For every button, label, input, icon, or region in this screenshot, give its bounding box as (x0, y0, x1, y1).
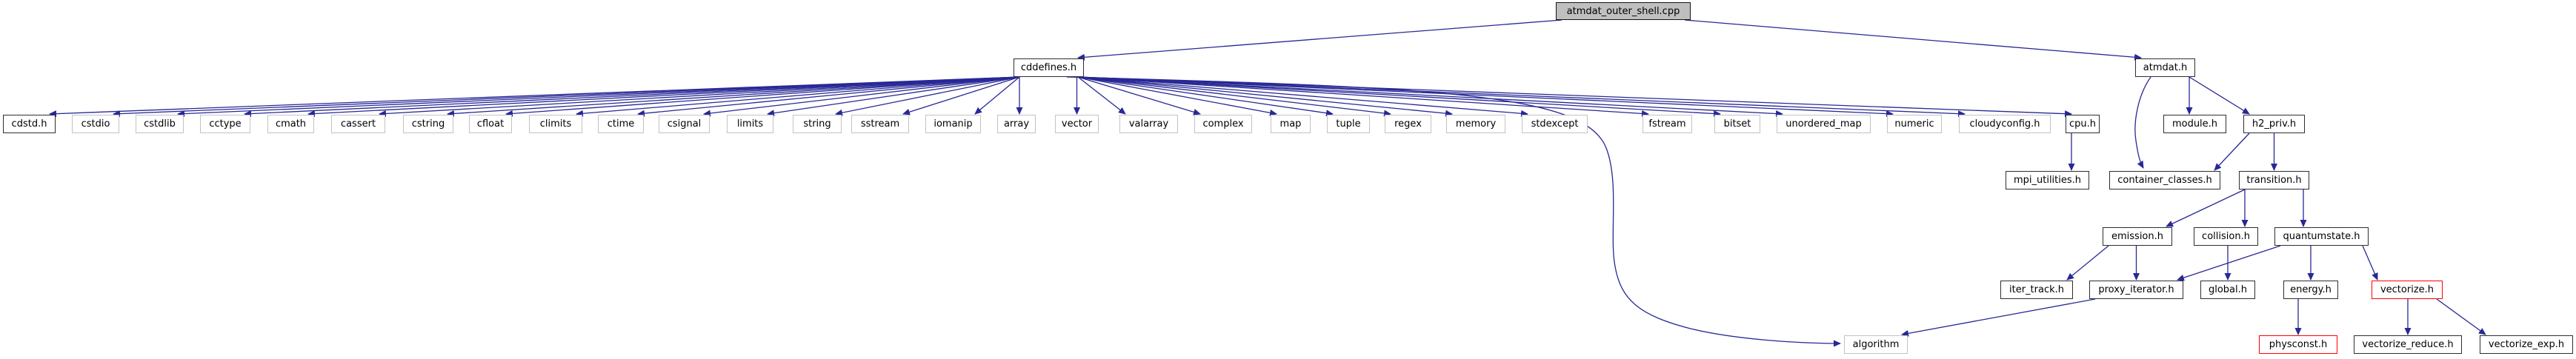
edge-cddefines_h-to-limits (767, 76, 1020, 117)
edge-cddefines_h-to-cmath (307, 76, 1020, 118)
graph-node-stdexcept: stdexcept (1522, 115, 1588, 133)
edge-cddefines_h-to-cstring (447, 76, 1020, 117)
graph-node-ctime: ctime (598, 115, 644, 133)
edge-cddefines_h-to-ctime (637, 76, 1020, 117)
graph-node-sstream: sstream (851, 115, 909, 133)
edge-cddefines_h-to-cstdlib (177, 76, 1020, 118)
edge-cddefines_h-to-climits (576, 76, 1020, 117)
graph-node-bitset: bitset (1714, 115, 1760, 133)
edge-cddefines_h-to-cfloat (505, 76, 1020, 117)
graph-node-cfloat: cfloat (469, 115, 512, 133)
edge-cddefines_h-to-stdexcept (1077, 76, 1528, 117)
edge-cddefines_h-to-cloudyconfig_h (1077, 76, 1966, 118)
graph-node-proxy-iterator-h[interactable]: proxy_iterator.h (2089, 281, 2183, 299)
graph-node-cctype: cctype (200, 115, 250, 133)
edge-atmdat_h-to-h2_priv_h (2189, 76, 2250, 115)
graph-node-climits: climits (529, 115, 582, 133)
graph-node-transition-h[interactable]: transition.h (2239, 171, 2309, 189)
edge-cddefines_h-to-regex (1077, 76, 1391, 117)
edge-cddefines_h-to-tuple (1077, 76, 1334, 117)
graph-node-cmath: cmath (267, 115, 314, 133)
edge-cddefines_h-to-numeric (1077, 76, 1894, 118)
edge-root-to-cddefines_h (1077, 19, 1562, 61)
edge-cddefines_h-to-cassert (379, 76, 1020, 117)
edge-cddefines_h-to-valarray (1077, 76, 1126, 115)
edge-cddefines_h-to-iomanip (974, 76, 1020, 115)
graph-node-root: atmdat_outer_shell.cpp (1556, 2, 1691, 20)
graph-node-vectorize-exp-h[interactable]: vectorize_exp.h (2480, 335, 2573, 354)
graph-node-array: array (997, 115, 1036, 133)
graph-node-iomanip: iomanip (925, 115, 981, 133)
graph-node-global-h[interactable]: global.h (2200, 281, 2255, 299)
graph-node-vectorize-reduce-h[interactable]: vectorize_reduce.h (2354, 335, 2462, 354)
graph-node-cstdlib: cstdlib (136, 115, 184, 133)
graph-node-mpi-utilities-h[interactable]: mpi_utilities.h (2006, 171, 2089, 189)
graph-node-cpu-h[interactable]: cpu.h (2066, 115, 2100, 133)
edge-cddefines_h-to-cpu_h (1077, 76, 2072, 118)
graph-node-algorithm: algorithm (1844, 335, 1908, 354)
graph-node-h2-priv-h[interactable]: h2_priv.h (2243, 115, 2305, 133)
graph-node-collision-h[interactable]: collision.h (2194, 227, 2258, 246)
graph-node-cdstd-h[interactable]: cdstd.h (3, 115, 56, 133)
graph-node-emission-h[interactable]: emission.h (2103, 227, 2172, 246)
graph-node-cassert: cassert (331, 115, 385, 133)
edge-cddefines_h-to-csignal (703, 76, 1020, 117)
graph-node-container-classes-h[interactable]: container_classes.h (2109, 171, 2220, 189)
graph-node-cstring: cstring (403, 115, 453, 133)
graph-node-tuple: tuple (1327, 115, 1370, 133)
graph-node-regex: regex (1385, 115, 1431, 133)
edge-quantumstate_h-to-proxy_iterator_h (2177, 245, 2281, 281)
graph-node-iter-track-h[interactable]: iter_track.h (2000, 281, 2073, 299)
graph-node-complex: complex (1194, 115, 1252, 133)
edge-emission_h-to-iter_track_h (2066, 245, 2109, 281)
graph-node-module-h[interactable]: module.h (2163, 115, 2226, 133)
edge-cddefines_h-to-unordered_map (1077, 76, 1783, 118)
graph-node-cstdio: cstdio (72, 115, 119, 133)
edge-cddefines_h-to-cctype (244, 76, 1020, 118)
graph-node-energy-h[interactable]: energy.h (2283, 281, 2338, 299)
graph-node-string: string (793, 115, 842, 133)
edge-cddefines_h-to-map (1077, 76, 1277, 116)
graph-node-memory: memory (1446, 115, 1505, 133)
graph-node-csignal: csignal (659, 115, 710, 133)
edge-quantumstate_h-to-vectorize_h (2362, 245, 2378, 281)
graph-node-map: map (1271, 115, 1311, 133)
graph-node-cddefines-h[interactable]: cddefines.h (1014, 58, 1084, 77)
edge-cddefines_h-to-complex (1077, 76, 1201, 115)
edge-cddefines_h-to-memory (1077, 76, 1453, 117)
graph-node-numeric: numeric (1887, 115, 1942, 133)
graph-node-physconst-h[interactable]: physconst.h (2259, 335, 2337, 354)
edge-vectorize_h-to-vectorize_exp_h (2436, 298, 2486, 335)
edge-cddefines_h-to-bitset (1077, 76, 1721, 117)
graph-node-quantumstate-h[interactable]: quantumstate.h (2274, 227, 2369, 246)
graph-node-vectorize-h[interactable]: vectorize.h (2372, 281, 2443, 299)
edge-cddefines_h-to-string (835, 76, 1020, 116)
edge-proxy_iterator_h-to-algorithm (1901, 298, 2096, 337)
edge-root-to-atmdat_h (1684, 19, 2142, 61)
edge-atmdat_h-to-container_classes_h (2134, 76, 2151, 169)
edge-cddefines_h-to-sstream (902, 76, 1020, 115)
graph-node-valarray: valarray (1119, 115, 1178, 133)
graph-node-fstream: fstream (1643, 115, 1692, 133)
edge-transition_h-to-emission_h (2166, 189, 2246, 227)
graph-node-unordered-map: unordered_map (1777, 115, 1871, 133)
graph-node-atmdat-h[interactable]: atmdat.h (2135, 58, 2195, 77)
graph-node-limits: limits (727, 115, 773, 133)
edge-h2_priv_h-to-container_classes_h (2214, 132, 2250, 171)
edge-cddefines_h-to-fstream (1077, 76, 1649, 117)
graph-node-cloudyconfig-h: cloudyconfig.h (1959, 115, 2051, 133)
graph-node-vector: vector (1055, 115, 1099, 133)
edge-cddefines_h-to-algorithm (1066, 76, 1841, 347)
